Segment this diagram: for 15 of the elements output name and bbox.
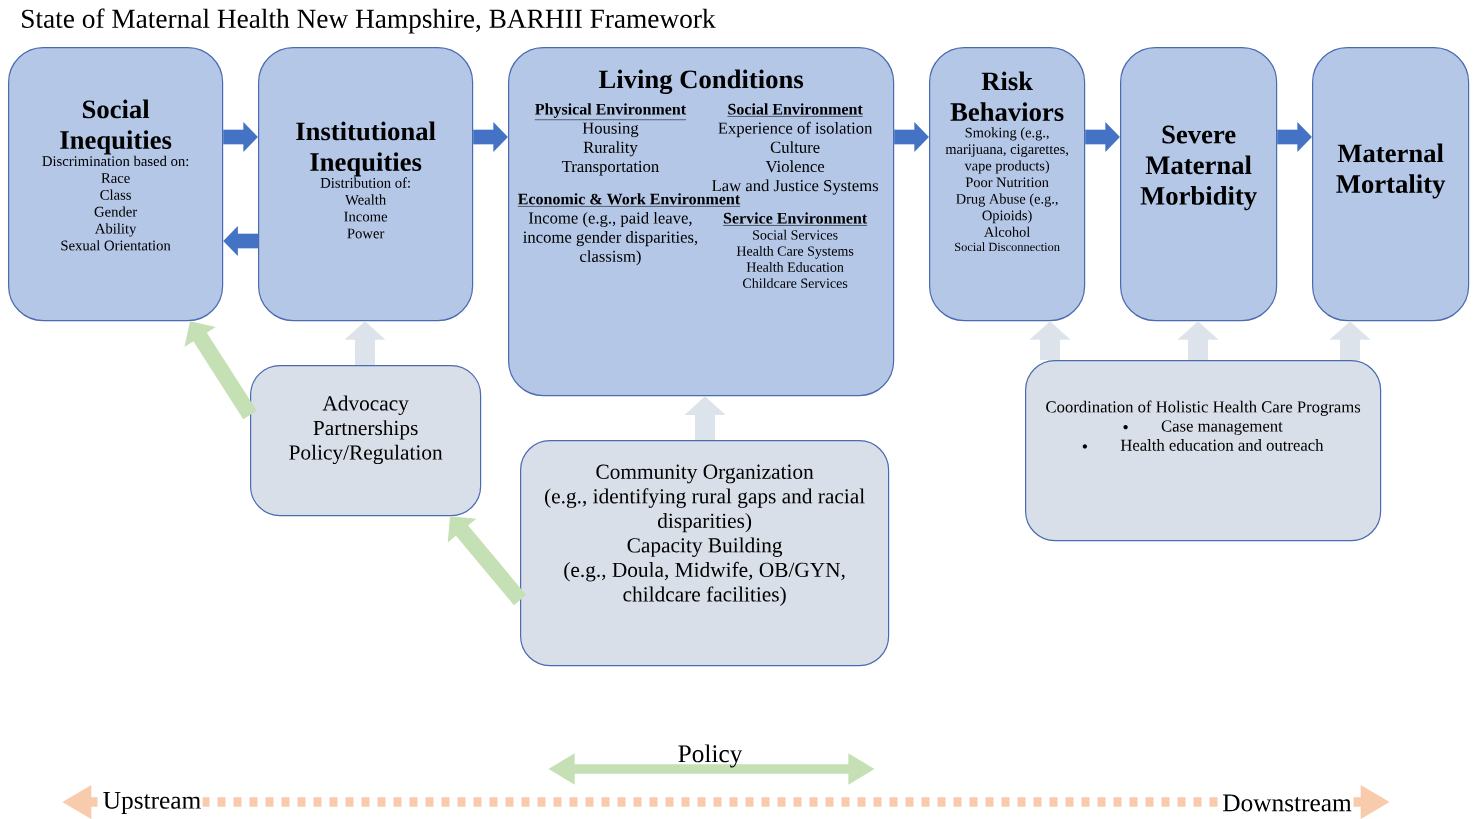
block-arrow — [447, 516, 527, 606]
axis-label: Policy — [678, 744, 743, 768]
title: State of Maternal Health New Hampshire, BARHII Framework — [22, 8, 716, 34]
intervention-box: Community Organization (e.g., identifying rural gaps and racial disparities) Capacity Building (e.g., Doula, Midwife, OB/GYN, childcare facilities) — [520, 440, 890, 667]
stage-box: Risk Behaviors Smoking (e.g., marijuana, cigarettes, vape products) Poor Nutrition Drug Abuse (e.g., Opioids) Alcohol Social Disconnection — [929, 47, 1086, 322]
stage-box: Institutional Inequities Distribution of: Wealth Income Power — [258, 47, 474, 322]
block-arrow — [184, 321, 257, 420]
axis-label: Downstream — [1220, 793, 1354, 813]
stage-box: Social Inequities Discrimination based on: Race Class Gender Ability Sexual Orientation — [8, 47, 224, 322]
stage-box: Living Conditions Physical Environment Housing Rurality Transportation Economic & Work Environment Income (e.g., paid leave, income gender disparities, classism) Social Environment Experience of isolation Culture Violence Law and Justice Systems Service Environment Social Services Health Care Systems Health Education Childcare Services — [508, 47, 895, 397]
stage-box: Severe Maternal Morbidity — [1120, 47, 1278, 322]
intervention-box: Advocacy Partnerships Policy/Regulation — [250, 365, 482, 517]
axis-label: Upstream — [101, 790, 203, 816]
stage-box: Maternal Mortality — [1312, 47, 1470, 322]
intervention-box: Coordination of Holistic Health Care Programs Case management Health education and outreach — [1025, 360, 1382, 542]
